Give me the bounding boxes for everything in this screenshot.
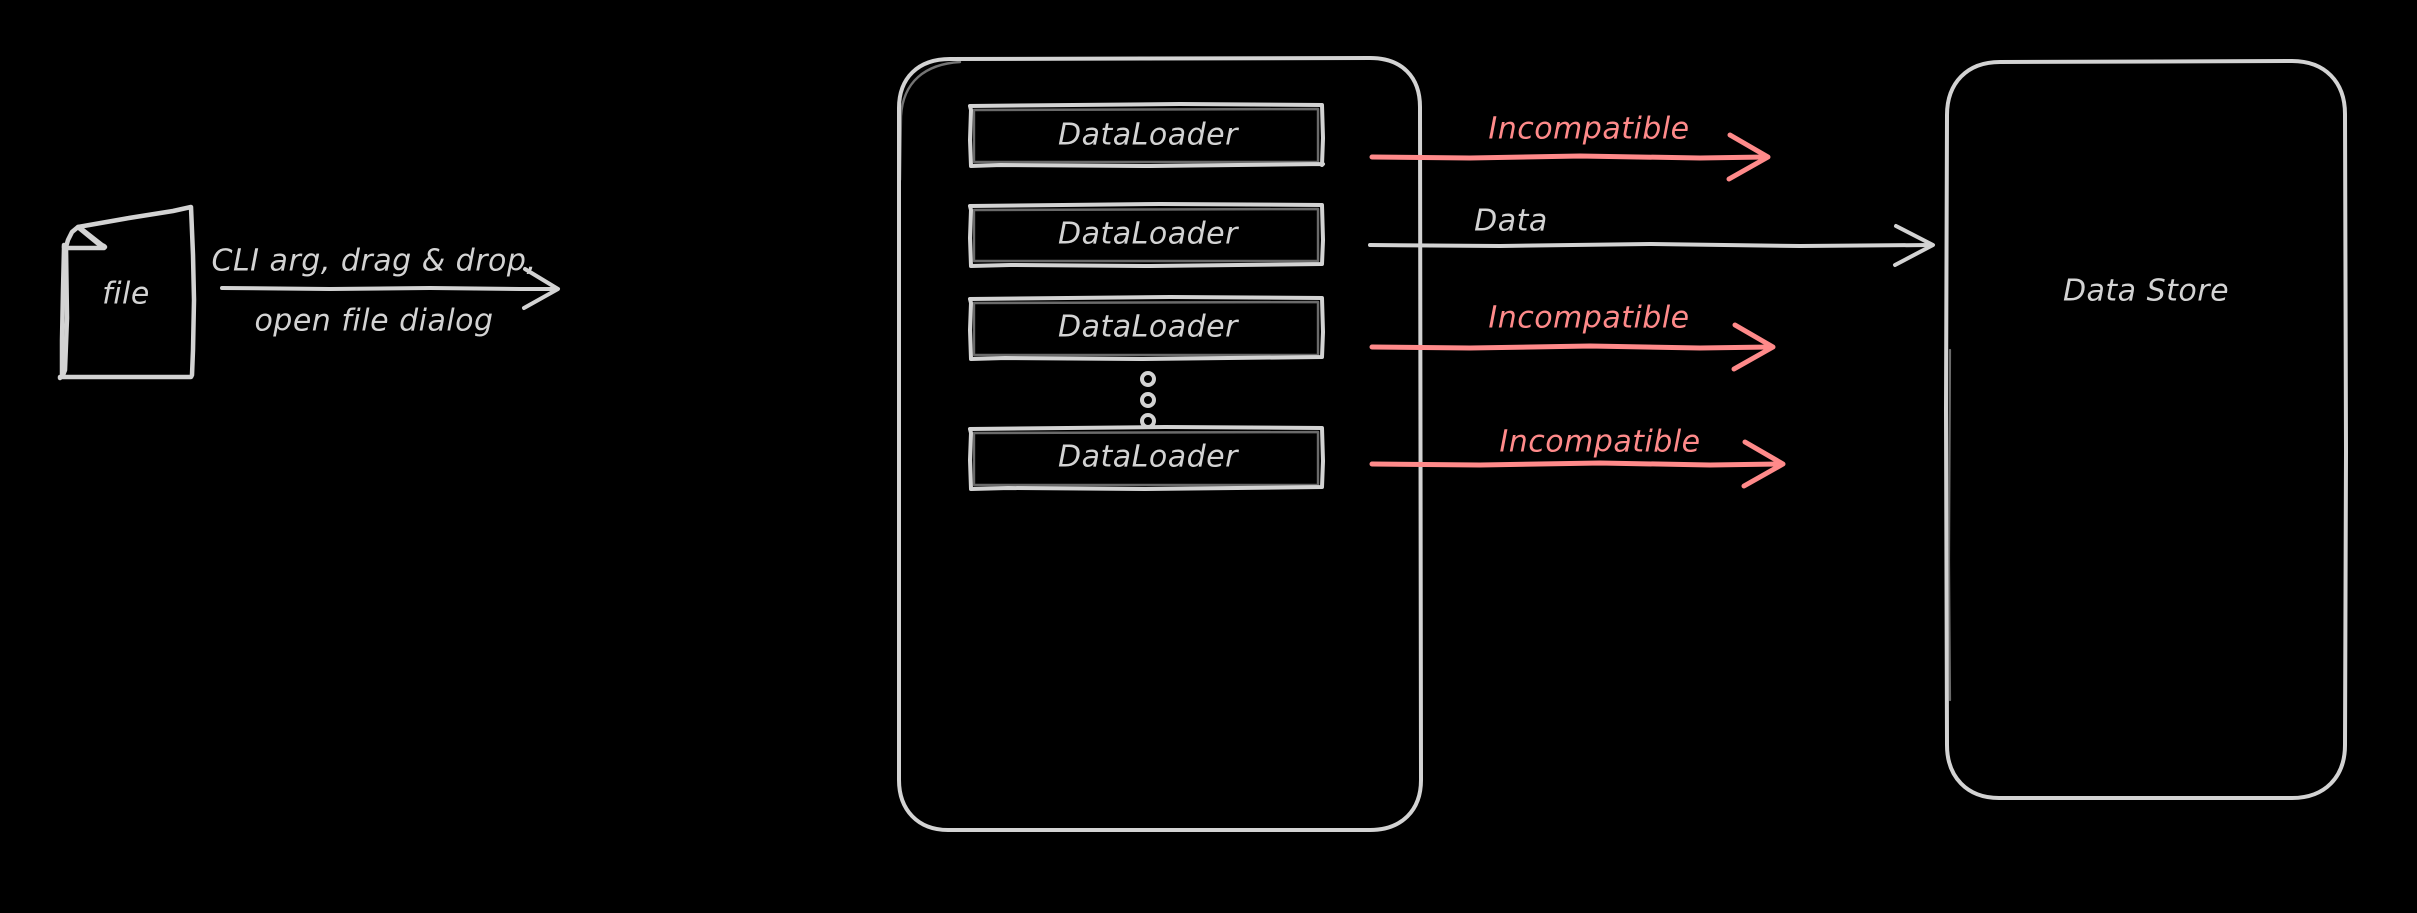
dataloader-box-3-outline-inner: [972, 300, 1320, 357]
ingest-arrow-line: [220, 286, 558, 291]
dataloader-box-2-outline: [968, 202, 1325, 268]
edge-incompatible-1-label: Incompatible: [1488, 112, 1689, 147]
dataloader-box-2[interactable]: DataLoader: [968, 202, 1325, 268]
dataloader-box-1-label: DataLoader: [1058, 118, 1239, 153]
ingest-arrow-head: [522, 267, 560, 310]
ingest-arrow[interactable]: [220, 267, 560, 310]
edge-data-head: [1893, 224, 1935, 267]
edge-data[interactable]: [1368, 224, 1935, 267]
vertical-ellipsis: [1140, 371, 1156, 429]
data-store-node[interactable]: Data Store: [1944, 59, 2348, 800]
dataloader-box-3-outline: [968, 295, 1325, 361]
dataloader-container-outline: [897, 56, 1423, 832]
data-store-outline: [1944, 59, 2348, 800]
data-store-outline-sketch-pass: [1947, 348, 1952, 702]
dataloader-container[interactable]: [897, 56, 1423, 832]
dataloader-box-3-label: DataLoader: [1058, 310, 1239, 345]
edge-incompatible-1-head: [1726, 132, 1771, 182]
ellipsis-dot-2: [1140, 392, 1156, 408]
edge-incompatible-2-head: [1731, 322, 1776, 372]
dataloader-box-4-outline: [968, 425, 1325, 491]
edge-data-line: [1368, 242, 1932, 248]
dataloader-box-1[interactable]: DataLoader: [968, 102, 1325, 168]
dataloader-box-1-outline: [968, 102, 1325, 168]
edge-incompatible-2-line: [1369, 343, 1773, 351]
dataloader-box-4[interactable]: DataLoader: [968, 425, 1325, 491]
edge-data-label: Data: [1474, 204, 1548, 239]
dataloader-box-4-label: DataLoader: [1058, 440, 1239, 475]
dataloader-box-4-outline-inner: [972, 430, 1320, 487]
ingest-arrow-label-line1: CLI arg, drag & drop,: [212, 244, 537, 279]
file-label: file: [102, 277, 150, 312]
file-fold-edge: [76, 225, 104, 249]
edge-incompatible-2[interactable]: [1369, 322, 1776, 372]
dataloader-box-2-label: DataLoader: [1058, 217, 1239, 252]
edge-incompatible-2-label: Incompatible: [1488, 301, 1689, 336]
file-body-outline: [59, 204, 197, 380]
edge-incompatible-3-head: [1741, 439, 1786, 489]
edge-incompatible-3-label: Incompatible: [1499, 425, 1700, 460]
dataloader-box-1-outline-inner: [972, 107, 1320, 164]
dataloader-box-3[interactable]: DataLoader: [968, 295, 1325, 361]
ellipsis-dot-1: [1140, 371, 1156, 387]
edge-incompatible-1[interactable]: [1369, 132, 1771, 182]
edge-incompatible-3-line: [1369, 460, 1783, 468]
data-store-label: Data Store: [2063, 274, 2229, 309]
file-node[interactable]: file: [57, 204, 197, 381]
dataloader-container-sketch-pass: [898, 60, 962, 182]
edge-incompatible-1-line: [1369, 153, 1768, 161]
edge-incompatible-3[interactable]: [1369, 439, 1786, 489]
dataloader-box-2-outline-inner: [972, 207, 1320, 263]
ingest-arrow-label-line2: open file dialog: [254, 304, 493, 339]
